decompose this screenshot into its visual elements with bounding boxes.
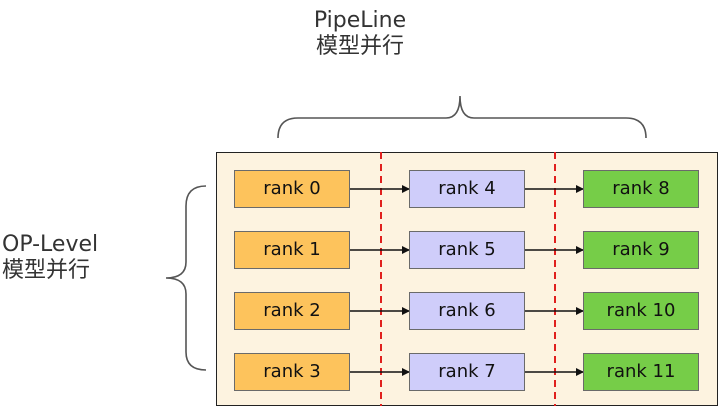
rank-box: rank 6 [409, 292, 525, 330]
rank-box: rank 5 [409, 231, 525, 269]
rank-box: rank 1 [234, 231, 350, 269]
rank-box: rank 3 [234, 353, 350, 391]
rank-box: rank 0 [234, 170, 350, 208]
rank-box: rank 7 [409, 353, 525, 391]
rank-box: rank 8 [583, 170, 699, 208]
op-level-brace [165, 185, 207, 371]
pipeline-brace [277, 95, 647, 139]
pipeline-label: PipeLine 模型并行 [260, 8, 460, 60]
op-level-label-line1: OP-Level [2, 232, 99, 257]
rank-box: rank 9 [583, 231, 699, 269]
rank-box: rank 11 [583, 353, 699, 391]
rank-box: rank 4 [409, 170, 525, 208]
rank-box: rank 10 [583, 292, 699, 330]
pipeline-label-line1: PipeLine [313, 8, 407, 33]
op-level-label: OP-Level 模型并行 [2, 232, 132, 284]
op-level-label-line2: 模型并行 [2, 258, 91, 283]
rank-box: rank 2 [234, 292, 350, 330]
pipeline-label-line2: 模型并行 [315, 34, 404, 59]
